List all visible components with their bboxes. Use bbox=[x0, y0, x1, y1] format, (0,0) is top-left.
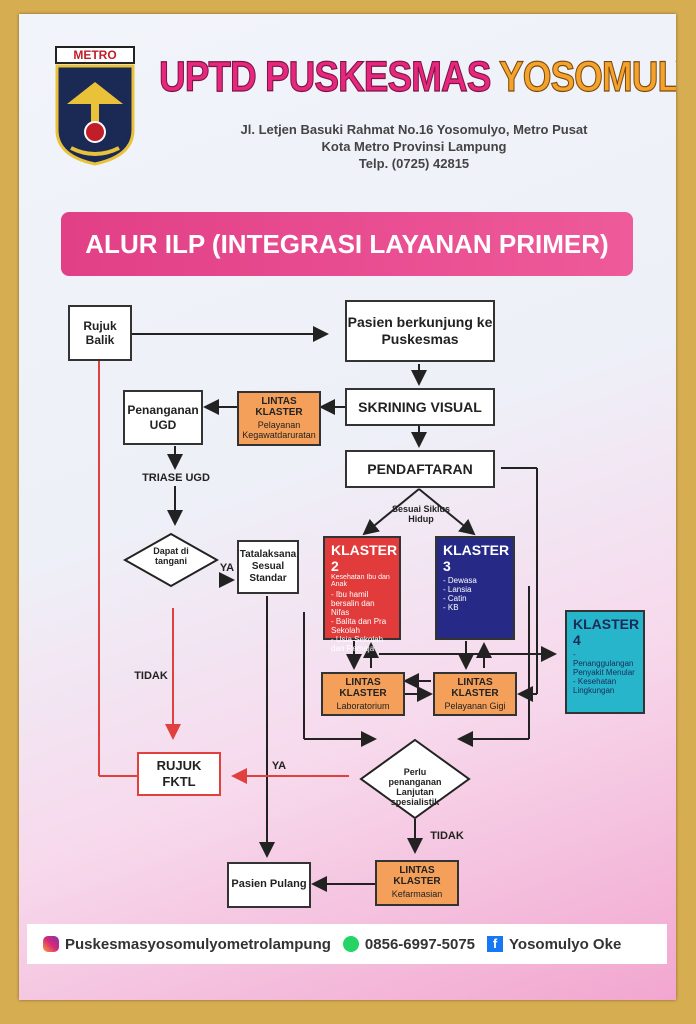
klaster-4-item: - Kesehatan Lingkungan bbox=[573, 677, 617, 695]
flow-banner: ALUR ILP (INTEGRASI LAYANAN PRIMER) bbox=[61, 212, 633, 276]
laboratorium-label: Laboratorium bbox=[336, 701, 390, 711]
klaster-3-item: - Dewasa bbox=[443, 576, 477, 585]
klaster-2-item: - Balita dan Pra Sekolah bbox=[331, 617, 387, 635]
whatsapp-icon bbox=[342, 936, 359, 952]
poster-title: UPTD PUSKESMAS YOSOMULYO bbox=[158, 52, 676, 101]
klaster-3-title: KLASTER 3 bbox=[443, 542, 510, 574]
whatsapp-number: 0856-6997-5075 bbox=[364, 935, 476, 953]
dapat-ditangani-diamond bbox=[123, 532, 219, 588]
tatalaksana-box: Tatalaksana Sesual Standar bbox=[237, 540, 299, 594]
klaster-3-item: - KB bbox=[443, 603, 459, 612]
poster: METRO UPTD PUSKESMAS YOSOMULYO Jl. Letje… bbox=[19, 14, 676, 1000]
triase-ugd-label: TRIASE UGD bbox=[142, 472, 210, 484]
facebook-name: Yosomulyo Oke bbox=[509, 935, 622, 953]
lintas-klaster-label: LINTAS KLASTER bbox=[451, 677, 499, 699]
klaster-2-subtitle: Kesehatan Ibu dan Anak bbox=[331, 574, 390, 588]
lintas-klaster-kefarmasian: LINTAS KLASTER Kefarmasian bbox=[375, 860, 459, 906]
facebook-icon: f bbox=[487, 936, 504, 952]
penanganan-ugd-box: Penanganan UGD bbox=[123, 390, 203, 445]
klaster-4-title: KLASTER 4 bbox=[573, 616, 640, 648]
pelayanan-gigi-label: Pelayanan Gigi bbox=[444, 701, 506, 711]
klaster-2-item: - Usia Sekolah dan Remaja bbox=[331, 635, 384, 653]
shield-emblem-icon bbox=[55, 64, 135, 166]
address-line1: Jl. Letjen Basuki Rahmat No.16 Yosomulyo… bbox=[240, 122, 588, 137]
tidak-label-2: TIDAK bbox=[430, 830, 464, 842]
instagram-handle: Puskesmasyosomulyometrolampung bbox=[65, 935, 331, 953]
klaster-2-title: KLASTER 2 bbox=[331, 542, 398, 574]
tidak-label-1: TIDAK bbox=[134, 670, 168, 682]
lintas-klaster-pelayanan-gigi: LINTAS KLASTER Pelayanan Gigi bbox=[433, 672, 517, 716]
kefarmasian-label: Kefarmasian bbox=[391, 889, 443, 899]
address-line2: Kota Metro Provinsi Lampung bbox=[321, 139, 507, 154]
instagram-icon bbox=[43, 936, 59, 952]
dapat-ditangani-label: Dapat di tangani bbox=[153, 546, 189, 566]
klaster-3-item: - Lansia bbox=[443, 585, 472, 594]
flow-connectors bbox=[91, 326, 557, 892]
klaster-4-item: - Penanggulangan Penyakit Menular bbox=[573, 650, 635, 677]
pasien-berkunjung-box: Pasien berkunjung ke Puskesmas bbox=[345, 300, 495, 362]
ya-label-1: YA bbox=[219, 562, 235, 574]
pendaftaran-box: PENDAFTARAN bbox=[345, 450, 495, 488]
logo-label: METRO bbox=[55, 46, 135, 64]
pasien-pulang-box: Pasien Pulang bbox=[227, 862, 311, 908]
lintas-klaster-label: LINTAS KLASTER bbox=[255, 396, 303, 418]
lintas-klaster-laboratorium: LINTAS KLASTER Laboratorium bbox=[321, 672, 405, 716]
lintas-klaster-gawatdarurat: LINTAS KLASTER Pelayanan Kegawatdarurata… bbox=[237, 391, 321, 446]
title-part2: YOSOMULYO bbox=[499, 52, 676, 100]
phone-number: Telp. (0725) 42815 bbox=[358, 156, 470, 171]
klaster-4-box: KLASTER 4 - Penanggulangan Penyakit Menu… bbox=[565, 610, 645, 714]
lintas-klaster-label: LINTAS KLASTER bbox=[393, 865, 441, 887]
klaster-2-item: - Ibu hamil bersalin dan Nifas bbox=[331, 590, 375, 617]
sesuai-siklus-label: Sesuai Siklus Hidup bbox=[391, 504, 451, 524]
klaster-2-box: KLASTER 2 Kesehatan Ibu dan Anak - Ibu h… bbox=[323, 536, 401, 653]
title-part1: UPTD PUSKESMAS bbox=[158, 52, 491, 100]
rujuk-balik-box: Rujuk Balik bbox=[68, 305, 132, 361]
perlu-penanganan-label: Perlu penanganan Lanjutan spesialistik bbox=[388, 767, 442, 807]
metro-logo: METRO bbox=[55, 46, 135, 168]
lintas-klaster-label: LINTAS KLASTER bbox=[339, 677, 387, 699]
contact-footer: Puskesmasyosomulyometrolampung 0856-6997… bbox=[27, 924, 667, 964]
pelayanan-kegawatdaruratan-label: Pelayanan Kegawatdaruratan bbox=[242, 420, 316, 440]
klaster-3-box: KLASTER 3 - Dewasa - Lansia - Catin - KB bbox=[435, 536, 515, 640]
perlu-penanganan-diamond bbox=[359, 738, 471, 820]
rujuk-fktl-box: RUJUK FKTL bbox=[137, 752, 221, 796]
skrining-visual-box: SKRINING VISUAL bbox=[345, 388, 495, 426]
ya-label-2: YA bbox=[271, 760, 287, 772]
klaster-3-item: - Catin bbox=[443, 594, 467, 603]
